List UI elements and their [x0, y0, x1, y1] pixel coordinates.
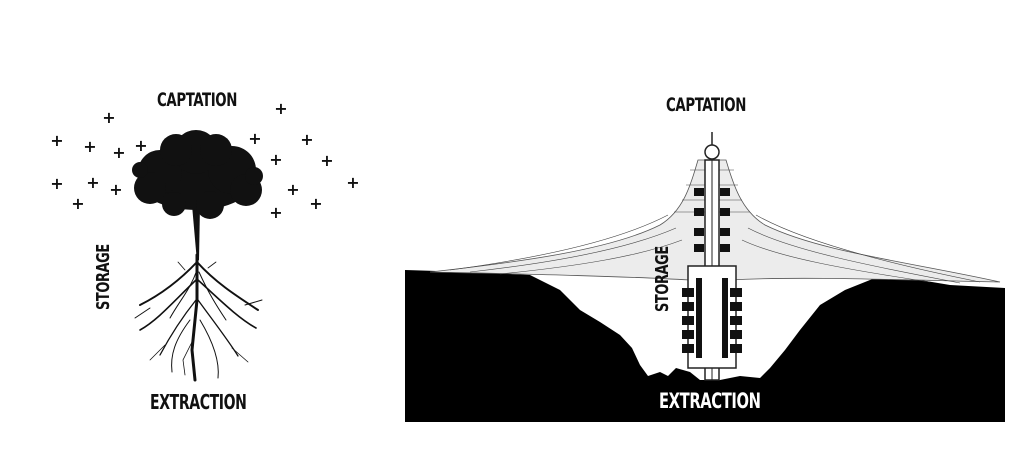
- plus-sign: +: [109, 180, 122, 199]
- plus-sign: +: [286, 180, 299, 199]
- plus-sign: +: [309, 194, 322, 213]
- tree-storage-label: STORAGE: [93, 244, 114, 310]
- building-section-illustration: [405, 132, 1005, 422]
- upper-storage-blocks: [694, 188, 730, 252]
- tree-captation-label: CAPTATION: [157, 89, 238, 111]
- plus-sign: +: [320, 151, 333, 170]
- lower-storage-blocks: [682, 278, 742, 358]
- tree-trunk: [192, 205, 200, 262]
- plus-sign: +: [102, 108, 115, 127]
- plus-sign: +: [269, 150, 282, 169]
- plus-sign: +: [269, 203, 282, 222]
- plus-sign: +: [83, 137, 96, 156]
- building-extraction-label: EXTRACTION: [659, 389, 761, 413]
- building-storage-label: STORAGE: [652, 246, 673, 312]
- plus-sign: +: [71, 194, 84, 213]
- mast-top: [704, 144, 720, 160]
- tree-roots: [134, 253, 263, 382]
- plus-sign: +: [248, 129, 261, 148]
- plus-sign: +: [112, 143, 125, 162]
- tree-illustration: + + + + + + + + + + + + + + + + + +: [50, 99, 360, 382]
- building-captation-label: CAPTATION: [666, 94, 747, 116]
- storage-tower: [687, 265, 737, 369]
- plus-sign: +: [346, 173, 359, 192]
- plus-sign: +: [50, 131, 63, 150]
- plus-sign: +: [50, 174, 63, 193]
- plus-sign: +: [300, 130, 313, 149]
- plus-sign: +: [134, 136, 147, 155]
- plus-sign: +: [274, 99, 287, 118]
- ground-section: [405, 270, 1005, 422]
- particle-plus-signs: + + + + + + + + + + + + + + + + + +: [50, 99, 359, 222]
- tree-canopy: [132, 130, 263, 219]
- tree-extraction-label: EXTRACTION: [150, 390, 247, 414]
- plus-sign: +: [86, 173, 99, 192]
